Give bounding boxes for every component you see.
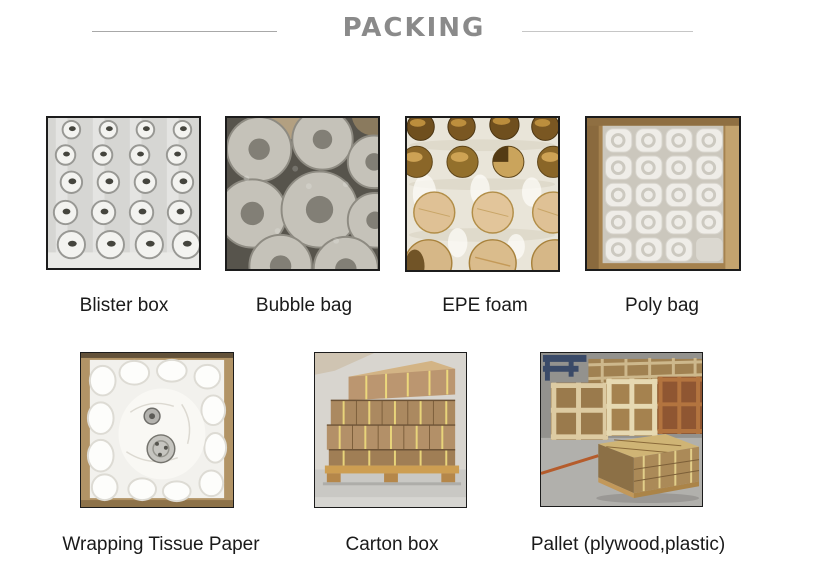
carton-box-photo-frame [314, 352, 467, 508]
pallet-photo-frame [540, 352, 703, 507]
section-title: PACKING [342, 13, 486, 43]
packing-item-carton-box [314, 352, 467, 508]
epe-foam-photo-frame [405, 116, 560, 272]
packing-item-blister-box [46, 116, 201, 270]
packing-item-bubble-bag [225, 116, 380, 271]
bubble-bag-photo [227, 118, 378, 269]
caption-bubble-bag: Bubble bag [255, 295, 353, 316]
title-rule-left [92, 31, 277, 32]
packing-item-poly-bag [585, 116, 741, 271]
blister-box-photo-frame [46, 116, 201, 270]
wrapping-tissue-paper-photo-frame [80, 352, 234, 508]
caption-pallet: Pallet (plywood,plastic) [530, 534, 726, 555]
caption-carton-box: Carton box [345, 534, 439, 555]
blister-box-photo [48, 118, 199, 268]
packing-item-pallet [540, 352, 703, 507]
poly-bag-photo [587, 118, 739, 269]
pallet-photo [541, 353, 702, 506]
packing-item-wrapping-tissue-paper [80, 352, 234, 508]
caption-poly-bag: Poly bag [625, 295, 699, 316]
caption-wrapping-tissue-paper: Wrapping Tissue Paper [62, 534, 260, 555]
epe-foam-photo [407, 118, 558, 270]
carton-box-photo [315, 353, 466, 507]
wrapping-tissue-paper-photo [81, 353, 233, 507]
title-rule-right [522, 31, 693, 32]
caption-blister-box: Blister box [79, 295, 169, 316]
poly-bag-photo-frame [585, 116, 741, 271]
packing-item-epe-foam [405, 116, 560, 272]
caption-epe-foam: EPE foam [442, 295, 528, 316]
bubble-bag-photo-frame [225, 116, 380, 271]
